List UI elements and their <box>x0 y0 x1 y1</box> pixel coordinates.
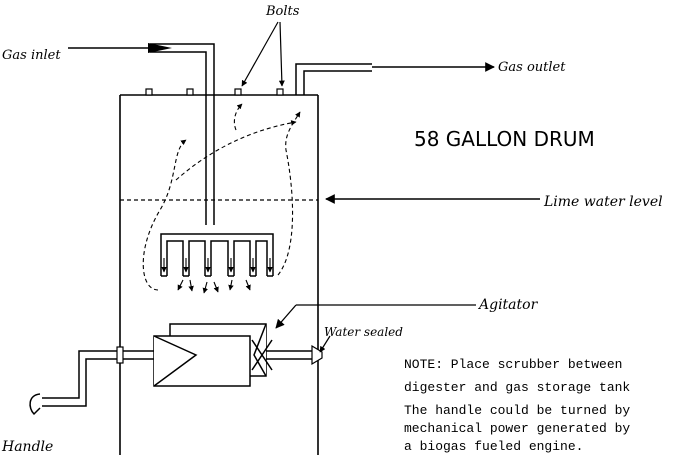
seal-left <box>116 346 124 364</box>
agitator-blades <box>153 323 273 387</box>
agitator-label: Agitator <box>477 297 539 313</box>
lid-bolts <box>145 88 284 96</box>
gas-outlet-label: Gas outlet <box>498 60 566 75</box>
handle-crank <box>29 393 41 416</box>
gas-inlet-arrow <box>68 43 172 53</box>
handle-label: Handle <box>1 439 53 455</box>
bubble-arrows <box>161 258 273 294</box>
gas-outlet-pipe <box>295 63 372 95</box>
gas-inlet-label: Gas inlet <box>2 48 61 63</box>
bolts-arrows <box>241 21 285 87</box>
note-line: a biogas fueled engine. <box>404 439 583 454</box>
gas-inlet-pipe <box>150 43 215 225</box>
agitator-arrow <box>275 304 476 329</box>
diagram-title: 58 GALLON DRUM <box>414 127 595 151</box>
gas-flow-paths <box>142 103 301 291</box>
seal-right <box>311 344 323 366</box>
note-line: mechanical power generated by <box>404 421 630 436</box>
note-line: The handle could be turned by <box>404 403 630 418</box>
note-line: NOTE: Place scrubber between <box>404 357 622 372</box>
note-block: NOTE: Place scrubber between digester an… <box>404 357 630 454</box>
drum-body <box>119 94 319 455</box>
water-sealed-label: Water sealed <box>324 325 403 339</box>
bolts-label: Bolts <box>265 4 300 19</box>
gas-distributor <box>160 233 274 277</box>
water-sealed-arrow <box>319 335 331 353</box>
note-line: digester and gas storage tank <box>404 380 630 395</box>
lime-water-level-label: Lime water level <box>543 194 663 210</box>
